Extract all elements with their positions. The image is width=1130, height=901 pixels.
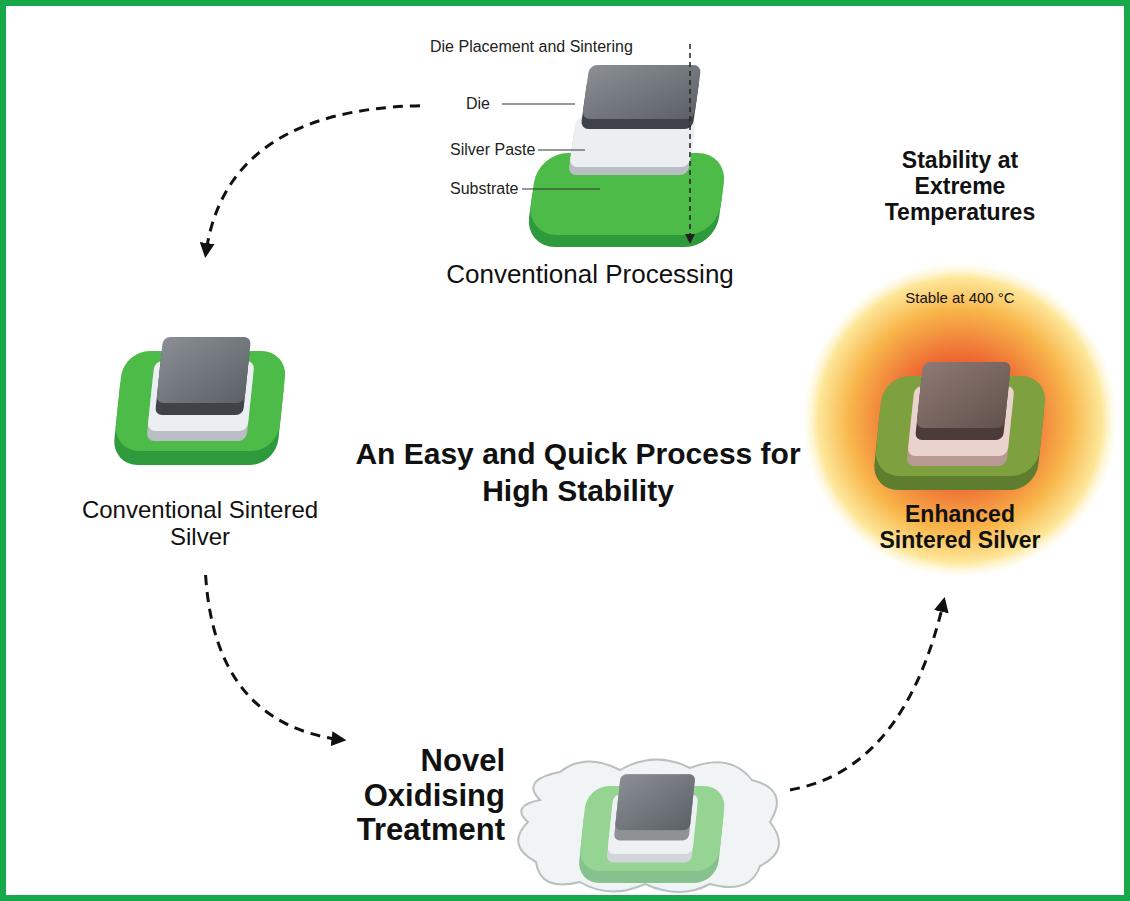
leader-line xyxy=(538,149,585,150)
die-stack xyxy=(112,337,289,465)
process-arrow xyxy=(206,575,344,740)
part-label: Substrate xyxy=(450,180,518,198)
process-arrow xyxy=(206,106,420,255)
frame xyxy=(3,3,1127,898)
process-line xyxy=(689,44,691,236)
leader-line xyxy=(522,188,600,189)
exploded-stack xyxy=(525,65,741,247)
stage-node: Stability at Extreme TemperaturesStable … xyxy=(800,140,1120,600)
part-label: Die xyxy=(466,95,490,113)
process-arrow xyxy=(790,600,944,790)
stage-node: Novel Oxidising Treatment xyxy=(320,740,790,896)
stage-caption: Conventional Sintered Silver xyxy=(70,497,330,551)
diagram-title: An Easy and Quick Process for High Stabi… xyxy=(328,436,828,509)
part-label: Silver Paste xyxy=(450,141,535,159)
stage-caption: Novel Oxidising Treatment xyxy=(320,744,505,848)
oxidising-cloud xyxy=(518,759,779,892)
stage-caption: Conventional Processing xyxy=(420,260,760,289)
heat-glow xyxy=(802,262,1118,578)
process-label: Die Placement and Sintering xyxy=(430,38,633,56)
die-stack xyxy=(872,362,1049,490)
stage-caption: Enhanced Sintered Silver xyxy=(865,502,1055,554)
leader-line xyxy=(502,103,575,104)
stage-heading: Stability at Extreme Temperatures xyxy=(865,148,1055,225)
stage-node: Conventional Sintered Silver xyxy=(60,255,340,575)
process-arrowhead xyxy=(685,234,695,244)
temperature-note: Stable at 400 °C xyxy=(860,290,1060,307)
